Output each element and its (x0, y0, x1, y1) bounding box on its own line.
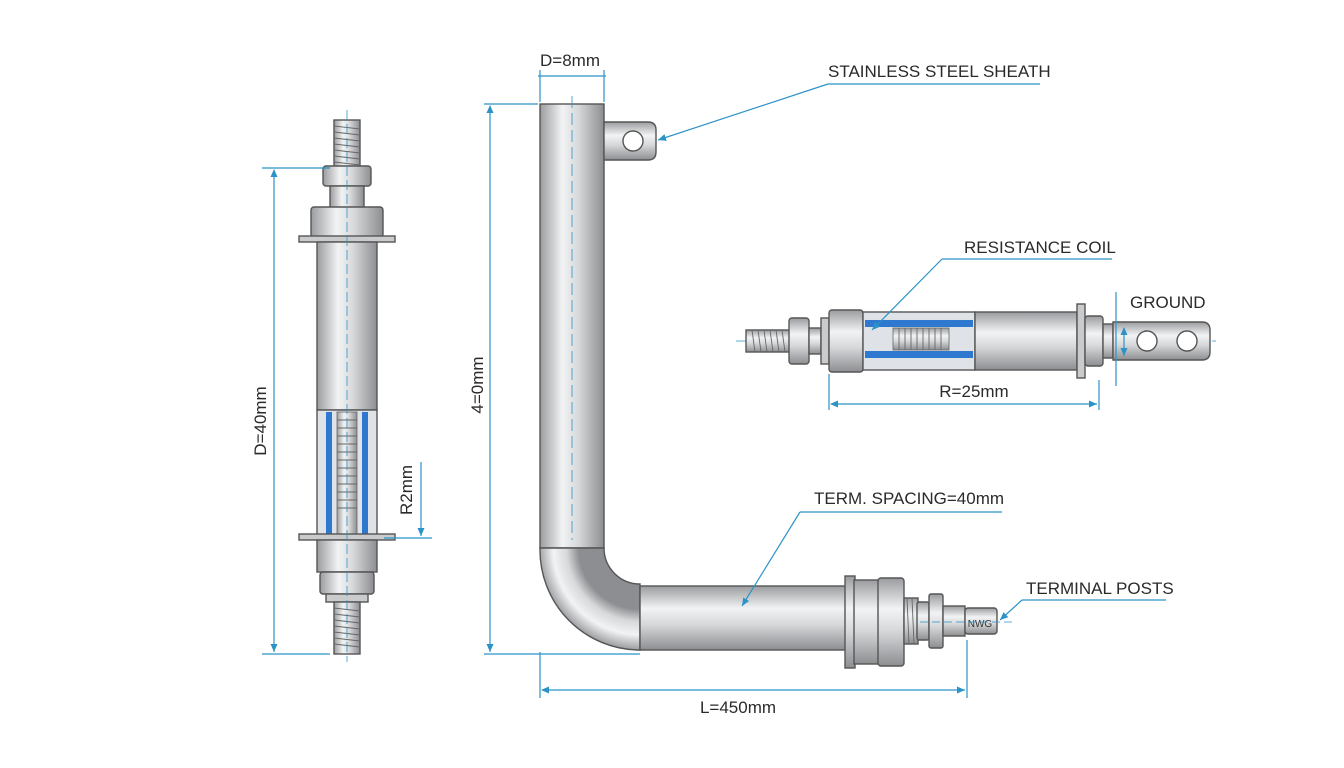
right-collar (828, 309, 864, 373)
left-coil-bar-1 (326, 412, 332, 534)
right-callouts: RESISTANCE COIL GROUND R=25mm (828, 238, 1206, 410)
right-end-collar (1102, 323, 1114, 359)
right-end-nut (1084, 315, 1104, 367)
terminal-small-nut-1 (916, 601, 930, 641)
terminal-posts-leader (999, 599, 1023, 621)
terminal-post-shaft (942, 605, 966, 637)
tube-dimensions: D=8mm 4=0mm L=450mm (468, 51, 968, 717)
right-thread-short (808, 327, 822, 355)
right-thread-lines (751, 329, 786, 353)
terminal-posts-label: TERMINAL POSTS (1026, 579, 1174, 598)
right-hex-nut (788, 317, 810, 365)
ground-lug-hole-1 (1136, 330, 1158, 352)
bracket-hole (622, 130, 644, 152)
right-sheath-body (974, 311, 1078, 371)
terminal-collar (853, 579, 881, 665)
l-tube: NWG (539, 96, 1012, 669)
coil-label: RESISTANCE COIL (964, 238, 1116, 257)
sheath-leader (657, 83, 829, 141)
left-coil-bar-2 (362, 412, 368, 534)
ground-label: GROUND (1130, 293, 1206, 312)
right-flange (1076, 303, 1086, 379)
terminal-post-tip (964, 607, 998, 635)
right-coil-bar-2 (865, 351, 973, 358)
horizontal-leg (639, 585, 847, 651)
ground-lug-hole-2 (1176, 330, 1198, 352)
tube-callouts: STAINLESS STEEL SHEATH TERM. SPACING=40m… (657, 62, 1174, 621)
left-element (298, 110, 396, 662)
terminal-thread-lines (906, 597, 915, 645)
top-diameter-label: D=8mm (540, 51, 600, 70)
left-radius-label: R2mm (397, 465, 416, 515)
right-washer (820, 317, 830, 365)
term-spacing-leader (741, 511, 801, 607)
left-coil-core (336, 411, 358, 535)
right-coil-lines (898, 328, 942, 350)
horizontal-length-label: L=450mm (700, 698, 776, 717)
tube-bend (539, 547, 641, 651)
terminal-small-nut-2 (928, 593, 944, 649)
coil-leader (871, 258, 943, 331)
terminal-post-marking: NWG (968, 619, 993, 630)
vertical-length-label: 4=0mm (468, 356, 487, 413)
right-element (736, 303, 1216, 379)
terminal-hex-nut (877, 577, 905, 667)
term-spacing-label: TERM. SPACING=40mm (814, 489, 1004, 508)
sheath-label: STAINLESS STEEL SHEATH (828, 62, 1051, 81)
left-dimensions: D=40mm R2mm (251, 167, 432, 655)
terminal-thread (903, 597, 919, 645)
right-radius-label: R=25mm (939, 382, 1008, 401)
left-diameter-label: D=40mm (251, 386, 270, 455)
right-coil-bar-1 (865, 320, 973, 327)
